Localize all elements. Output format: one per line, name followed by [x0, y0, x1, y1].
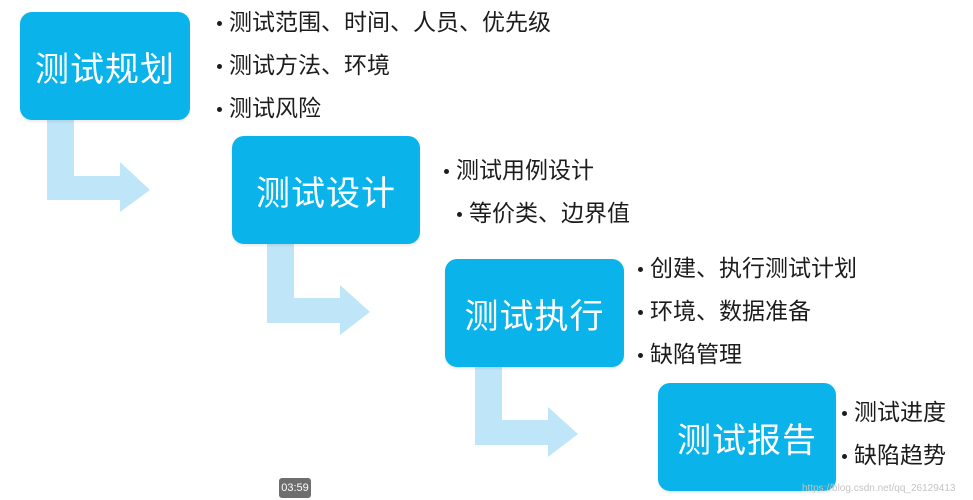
bullet-item: 测试用例设计	[443, 158, 630, 201]
report-bullet-list: 测试进度 缺陷趋势	[841, 400, 946, 486]
flow-arrow-1	[47, 118, 150, 212]
bullet-item: 测试风险	[216, 96, 551, 139]
stage-execution-label: 测试执行	[464, 296, 605, 337]
watermark-text: https://blog.csdn.net/qq_26129413	[802, 483, 956, 494]
stage-execution-box: 测试执行	[445, 259, 624, 367]
stage-report-label: 测试报告	[677, 420, 817, 461]
bullet-item: 测试进度	[841, 400, 946, 443]
video-timestamp-badge: 03:59	[279, 478, 311, 498]
bullet-item: 环境、数据准备	[637, 299, 857, 342]
stage-report-box: 测试报告	[658, 383, 836, 491]
bullet-item: 测试范围、时间、人员、优先级	[216, 10, 551, 53]
stage-design-box: 测试设计	[232, 136, 420, 244]
execution-bullet-list: 创建、执行测试计划 环境、数据准备 缺陷管理	[637, 256, 857, 385]
bullet-item: 创建、执行测试计划	[637, 256, 857, 299]
design-bullet-list: 测试用例设计 等价类、边界值	[443, 158, 630, 244]
bullet-item: 缺陷管理	[637, 342, 857, 385]
flow-arrow-3	[475, 365, 578, 457]
flow-arrow-2	[267, 243, 370, 335]
bullet-item: 测试方法、环境	[216, 53, 551, 96]
bullet-item: 等价类、边界值	[456, 201, 630, 244]
bullet-item: 缺陷趋势	[841, 443, 946, 486]
stage-design-label: 测试设计	[256, 173, 396, 214]
planning-bullet-list: 测试范围、时间、人员、优先级 测试方法、环境 测试风险	[216, 10, 551, 139]
stage-planning-label: 测试规划	[35, 49, 175, 90]
stage-planning-box: 测试规划	[20, 12, 190, 120]
